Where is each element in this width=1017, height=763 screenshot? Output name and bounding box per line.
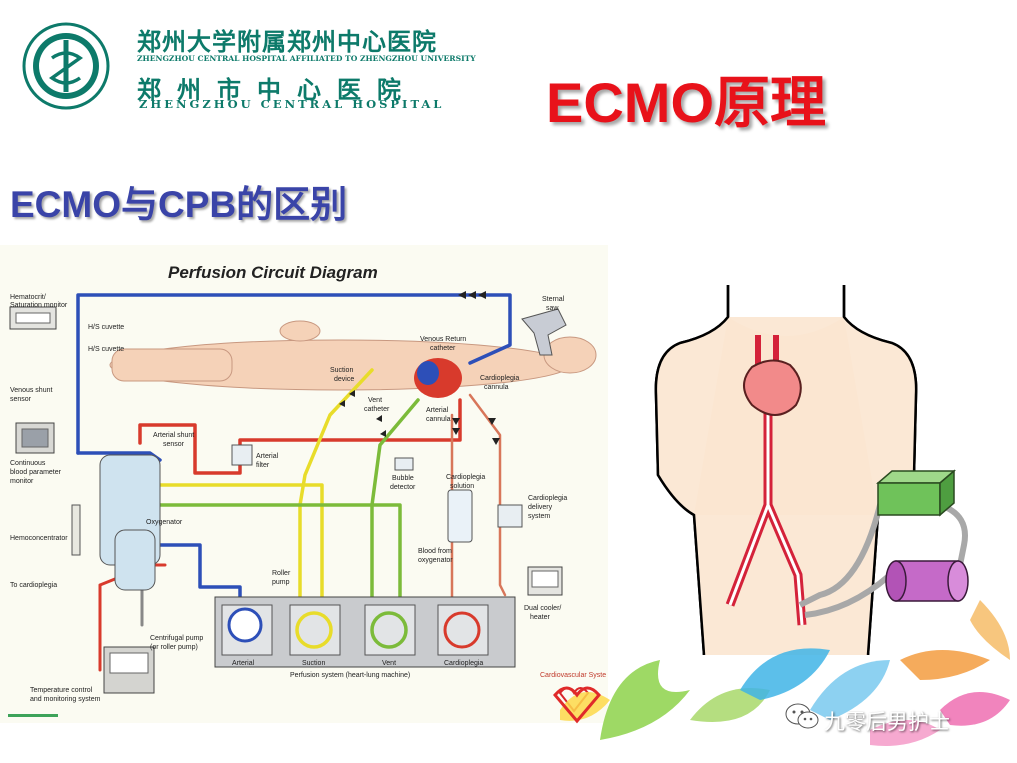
label-suction-device-2: device (334, 376, 354, 383)
label-hs-cuvette-1: H/S cuvette (88, 324, 124, 331)
label-vent-catheter-1: Vent (368, 397, 382, 404)
label-hematocrit: Hematocrit/ (10, 294, 46, 301)
label-sternal-saw-1: Sternal (542, 296, 565, 303)
label-temperature-2: and monitoring system (30, 696, 101, 703)
label-oxygenator: Oxygenator (146, 519, 183, 526)
label-continuous-1: Continuous (10, 460, 46, 467)
label-cp-solution-2: solution (450, 483, 474, 490)
label-bubble-2: detector (390, 484, 416, 491)
ecmo-body-diagram (654, 285, 969, 655)
label-suction: Suction (302, 660, 325, 667)
heart-icon (743, 359, 802, 416)
label-venous-shunt-2: sensor (10, 396, 32, 403)
section-subtitle: ECMO与CPB的区别 (10, 184, 348, 225)
label-roller-pump-2: pump (272, 579, 290, 586)
label-venous-return-1: Venous Return (420, 336, 466, 343)
hospital-short-name-cn: 郑州市中心医院 (137, 75, 417, 104)
wechat-icon (785, 703, 819, 729)
flow-arrows (339, 291, 500, 445)
label-suction-device-1: Suction (330, 367, 353, 374)
label-dual-cooler-1: Dual cooler/ (524, 605, 561, 612)
label-sternal-saw-2: saw (546, 305, 559, 312)
equipment (9, 306, 563, 694)
svg-text:▬▬▬▬▬: ▬▬▬▬▬ (8, 709, 58, 720)
label-vent: Vent (382, 660, 396, 667)
perfusion-circuit-diagram: Perfusion Circuit Diagram (0, 245, 608, 723)
label-arterial: Arterial (232, 660, 255, 667)
label-continuous-3: monitor (10, 478, 34, 485)
hospital-name-cn: 郑州大学附属郑州中心医院 (137, 27, 437, 56)
sternal-saw-icon (521, 308, 567, 356)
label-cardiovascular-system: Cardiovascular Syste (540, 672, 606, 679)
label-cardioplegia-cannula-2: cannula (484, 384, 509, 391)
hospital-logo-icon (22, 22, 110, 110)
label-cardioplegia: Cardioplegia (444, 660, 483, 667)
label-to-cardioplegia: To cardioplegia (10, 582, 57, 589)
label-venous-shunt-1: Venous shunt (10, 387, 52, 394)
label-continuous-2: blood parameter (10, 469, 62, 476)
pump-box-icon (875, 469, 957, 517)
hospital-short-name-en: ZHENGZHOU CENTRAL HOSPITAL (139, 97, 445, 111)
label-hs-cuvette-2: H/S cuvette (88, 346, 124, 353)
label-arterial-cannula-2: cannula (426, 416, 451, 423)
label-venous-return-2: catheter (430, 345, 456, 352)
label-roller-pump-1: Roller (272, 570, 291, 577)
diagram-title: Perfusion Circuit Diagram (168, 263, 378, 282)
page-title: ECMO原理 (546, 71, 826, 134)
label-hemoconcentrator: Hemoconcentrator (10, 535, 68, 542)
label-bubble-1: Bubble (392, 475, 414, 482)
label-blood-from-2: oxygenator (418, 557, 453, 564)
label-cp-delivery-3: system (528, 513, 550, 520)
label-centrifugal-2: (or roller pump) (150, 644, 198, 651)
label-blood-from-1: Blood from (418, 548, 452, 555)
watermark-text: 九零后男护士 (824, 711, 950, 734)
return-tube (804, 572, 892, 618)
label-cp-delivery-2: delivery (528, 504, 553, 511)
label-dual-cooler-2: heater (530, 614, 551, 621)
heart-icon (414, 358, 462, 398)
oxygenator-cylinder-icon (885, 560, 969, 602)
label-arterial-cannula-1: Arterial (426, 407, 449, 414)
label-temperature-1: Temperature control (30, 687, 93, 694)
label-vent-catheter-2: catheter (364, 406, 390, 413)
label-arterial-filter-2: filter (256, 462, 270, 469)
hospital-name-en-full: ZHENGZHOU CENTRAL HOSPITAL AFFILIATED TO… (137, 54, 476, 63)
label-cp-solution-1: Cardioplegia (446, 474, 485, 481)
label-saturation: Saturation monitor (10, 302, 68, 309)
label-perfusion-system: Perfusion system (heart-lung machine) (290, 672, 410, 679)
label-cp-delivery-1: Cardioplegia (528, 495, 567, 502)
label-cardioplegia-cannula-1: Cardioplegia (480, 375, 519, 382)
decorative-leaves (553, 600, 1010, 746)
label-arterial-filter-1: Arterial (256, 453, 279, 460)
label-arterial-shunt-2: sensor (163, 441, 185, 448)
label-arterial-shunt-1: Arterial shunt (153, 432, 194, 439)
label-centrifugal-1: Centrifugal pump (150, 635, 203, 642)
